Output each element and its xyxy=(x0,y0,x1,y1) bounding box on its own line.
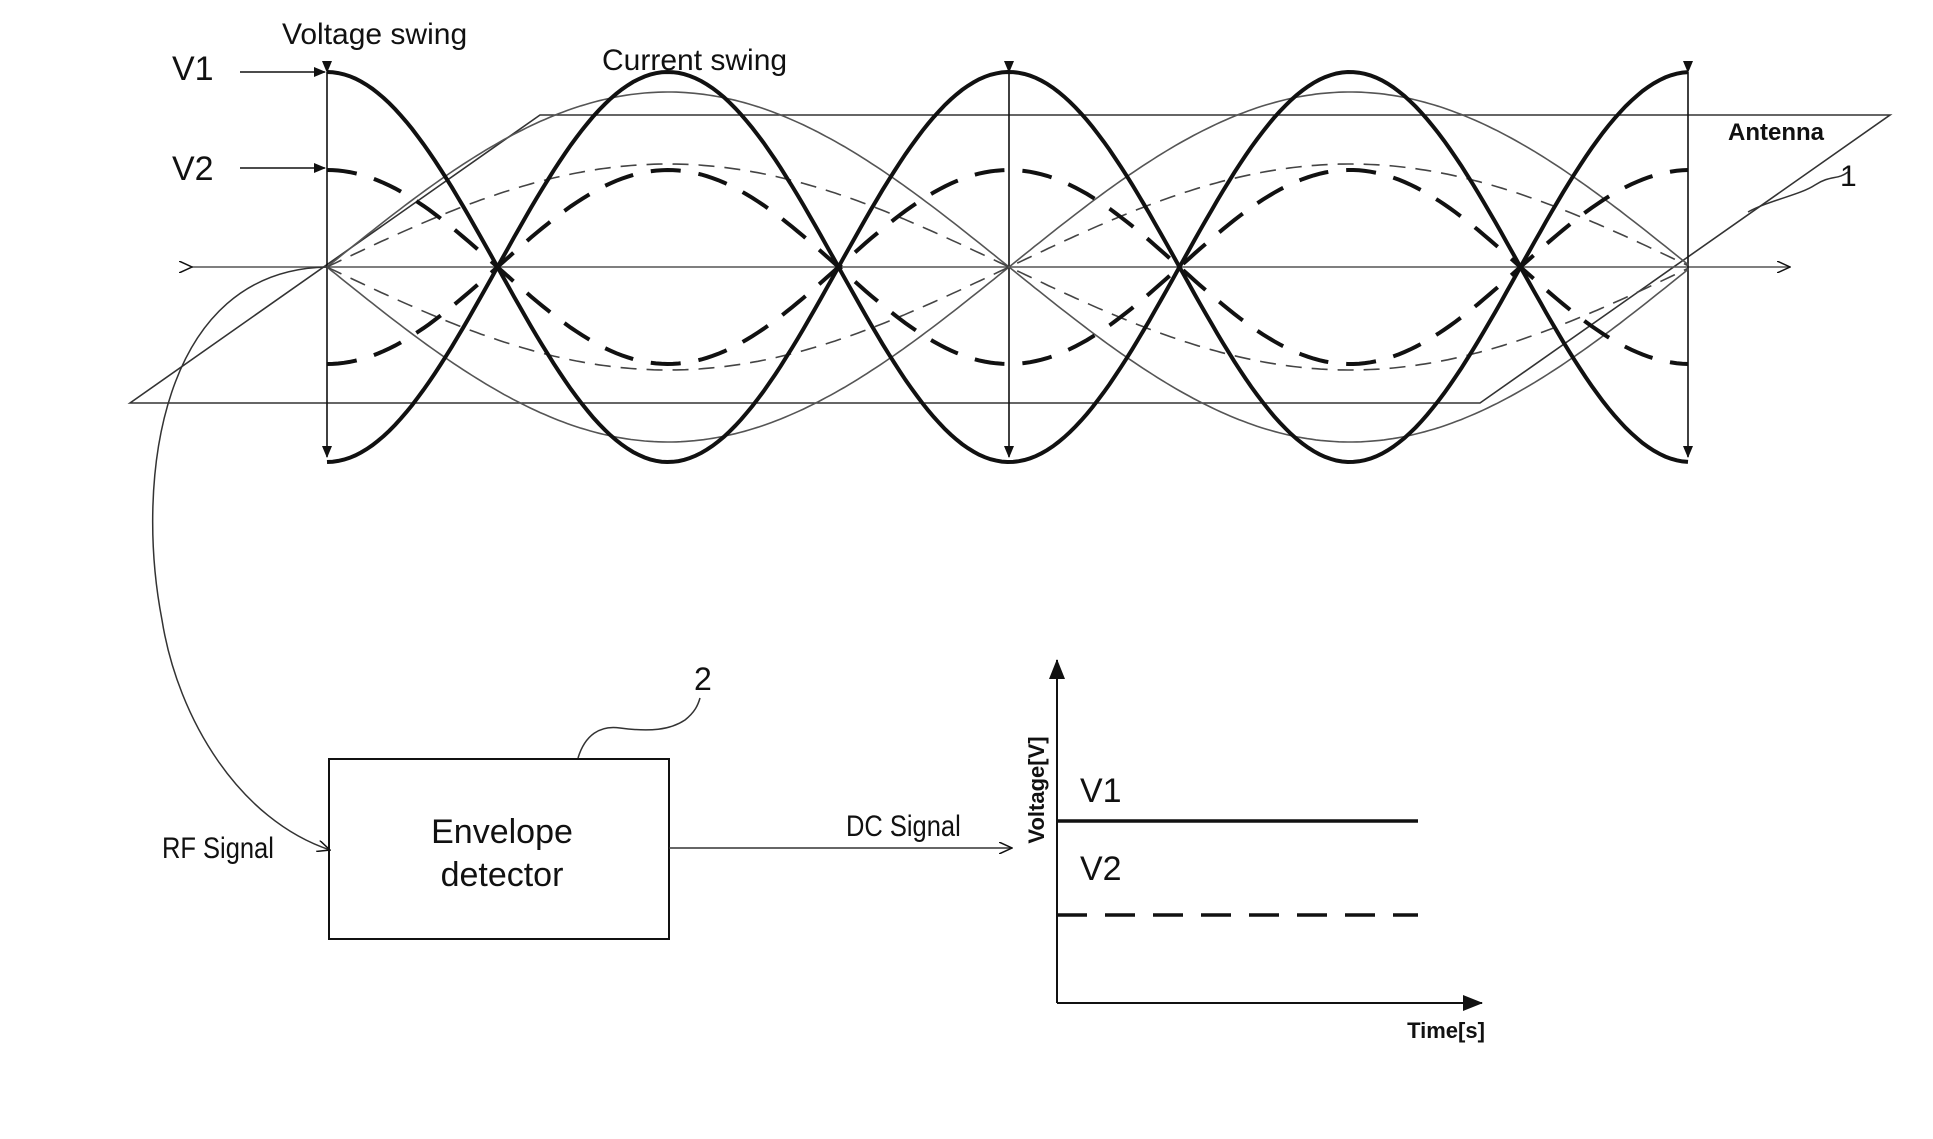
v2-top-label: V2 xyxy=(172,150,214,188)
current-swing-label: Current swing xyxy=(602,44,787,77)
antenna-ref-leader xyxy=(1748,172,1848,212)
graph-y-axis-label: Voltage[V] xyxy=(1024,736,1049,843)
amplitude-markers xyxy=(327,72,1688,457)
graph-v1-label: V1 xyxy=(1080,772,1122,810)
graph-x-axis-label: Time[s] xyxy=(1407,1018,1485,1043)
antenna-outline xyxy=(130,115,1890,403)
rf-signal-connector xyxy=(153,267,330,850)
antenna-label: Antenna xyxy=(1728,119,1825,146)
envelope-detector-line2: detector xyxy=(441,856,564,894)
detector-ref-leader xyxy=(578,698,700,758)
detector-ref-number: 2 xyxy=(694,661,712,697)
antenna-ref-number: 1 xyxy=(1840,160,1857,193)
graph-v2-label: V2 xyxy=(1080,850,1122,888)
v1-top-label: V1 xyxy=(172,50,214,88)
dc-signal-label: DC Signal xyxy=(846,809,961,842)
envelope-detector-line1: Envelope xyxy=(431,813,573,851)
voltage-swing-label: Voltage swing xyxy=(282,18,467,51)
rf-signal-label: RF Signal xyxy=(162,831,274,864)
